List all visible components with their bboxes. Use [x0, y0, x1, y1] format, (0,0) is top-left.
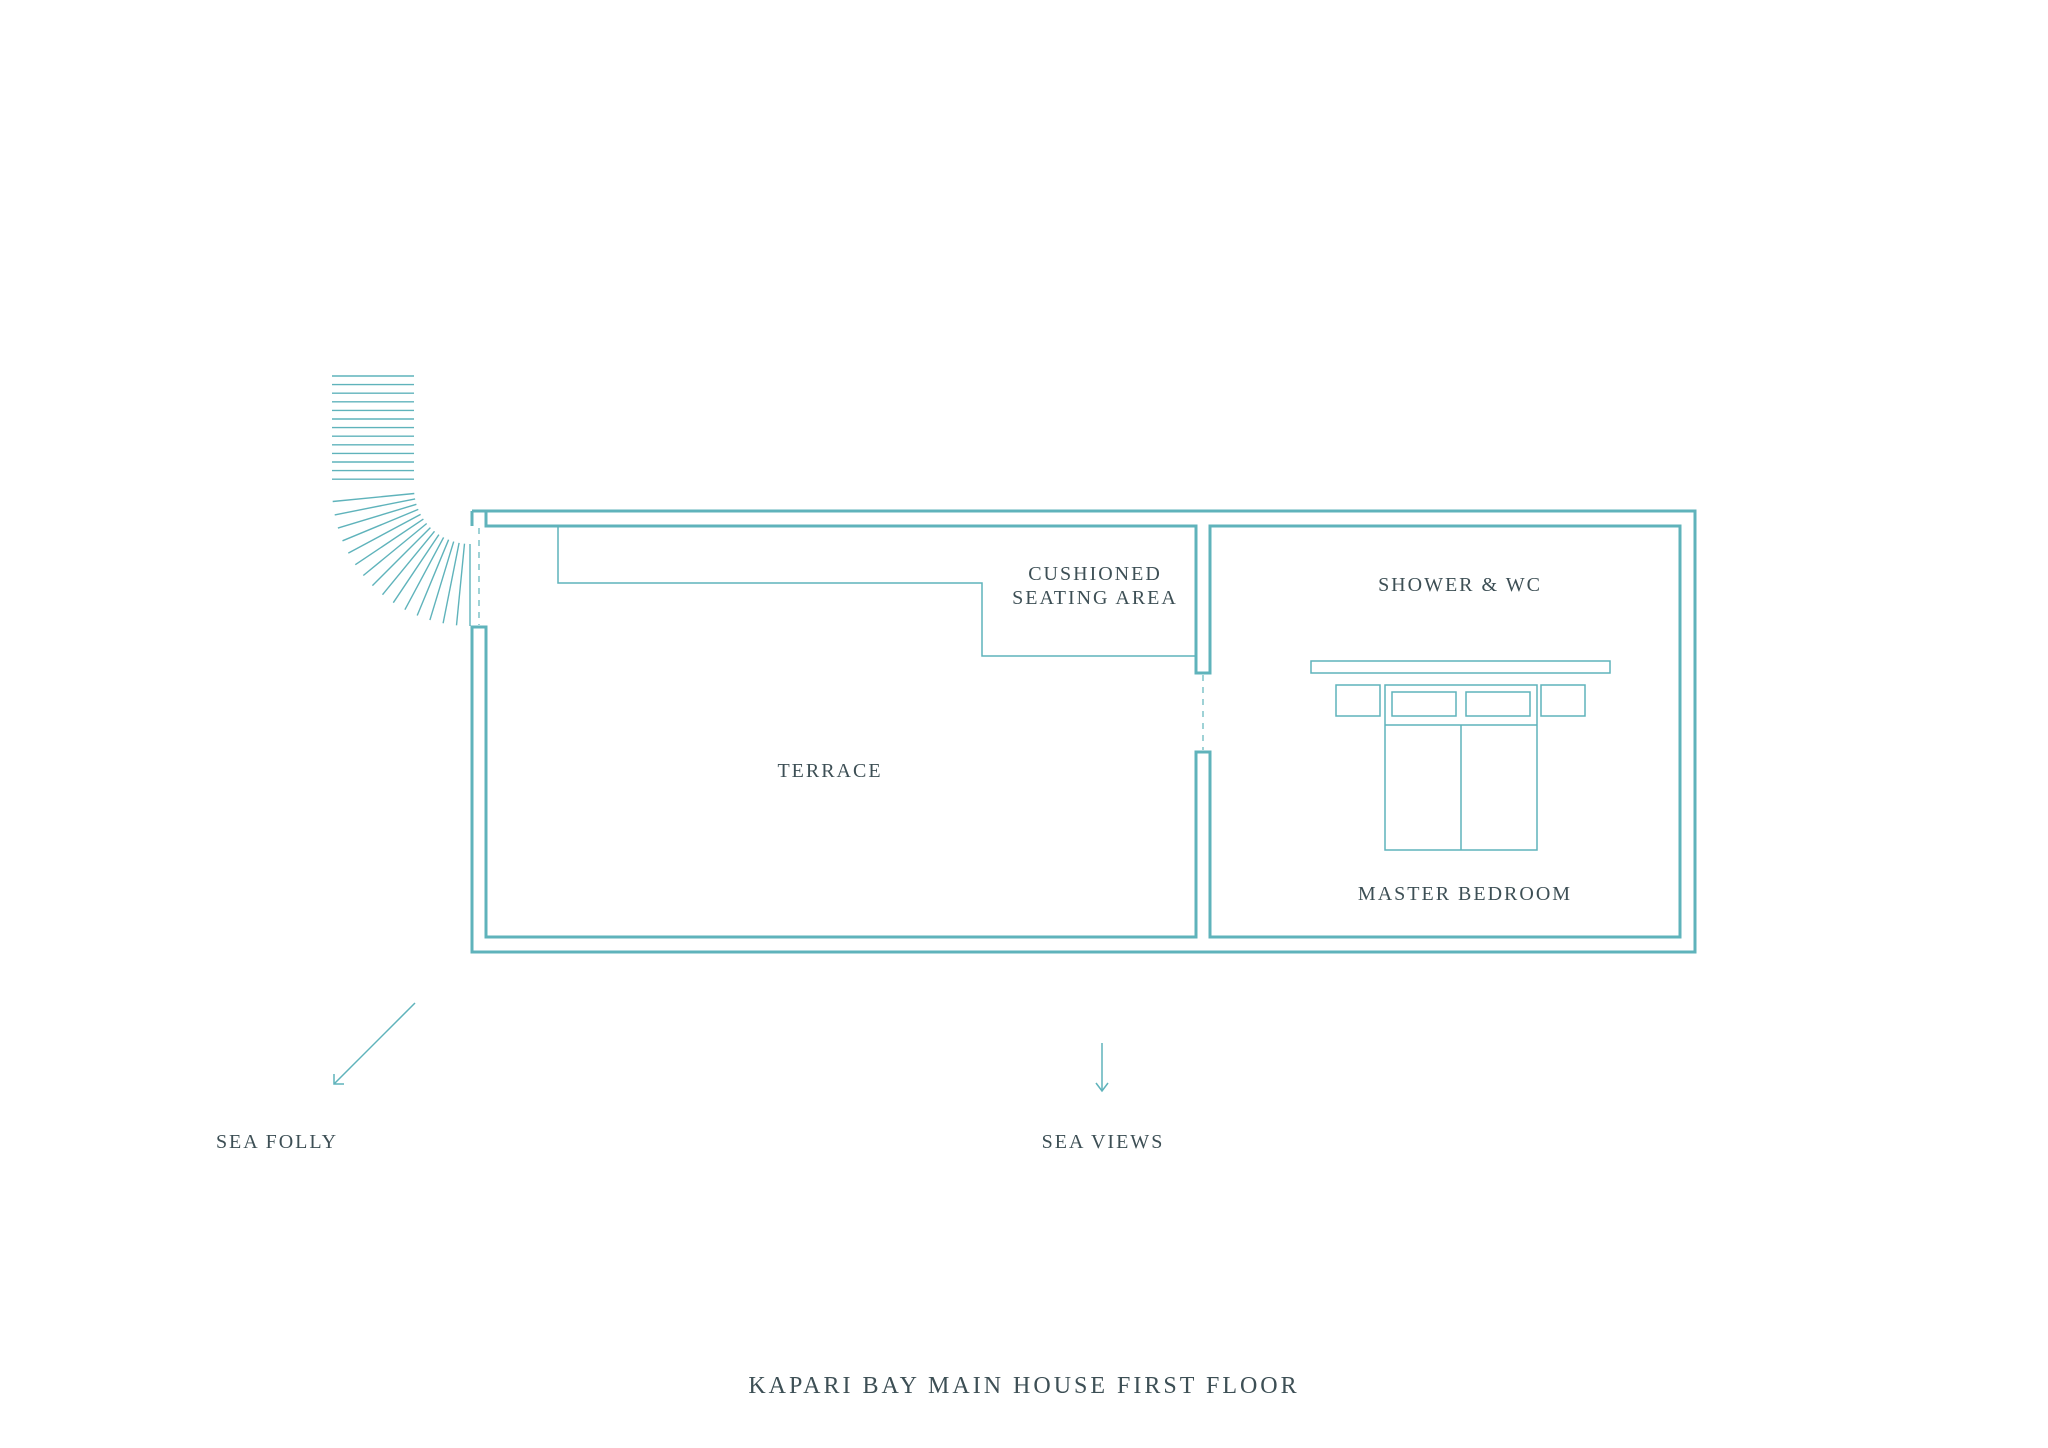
terrace-label: TERRACE [777, 760, 883, 782]
pillow-left [1391, 691, 1457, 717]
sea-views-label: SEA VIEWS [1041, 1131, 1165, 1153]
stair-tread [455, 543, 466, 626]
bedside-table-left [1335, 684, 1381, 717]
stair-tread [334, 498, 416, 516]
stair-tread [371, 527, 431, 587]
spiral-staircase [332, 375, 471, 626]
stair-tread [332, 492, 415, 503]
pillow-right [1465, 691, 1531, 717]
stair-tread [381, 530, 436, 596]
outer-wall-top [470, 509, 1697, 954]
cushioned-seating-label: CUSHIONED SEATING AREA [1012, 563, 1178, 609]
sea-folly-arrow-shaft [333, 1002, 416, 1085]
master-bedroom-label: MASTER BEDROOM [1357, 883, 1573, 905]
bedside-table-right [1540, 684, 1586, 717]
cushioned-seating-outline [557, 526, 1196, 657]
stair-tread [392, 534, 440, 604]
stair-tread [416, 539, 450, 616]
stair-tread [362, 522, 428, 577]
stair-tread [429, 541, 455, 621]
shower-wc-label: SHOWER & WC [1378, 574, 1542, 596]
stair-tread [354, 518, 424, 566]
sea-folly-arrowhead [333, 1074, 344, 1085]
bed-headboard [1310, 660, 1611, 674]
stair-tread [442, 542, 460, 624]
stair-tread [342, 508, 419, 542]
stair-tread [347, 513, 421, 554]
plan-title: KAPARI BAY MAIN HOUSE FIRST FLOOR [748, 1373, 1300, 1399]
sea-views-arrowhead [1095, 1082, 1109, 1093]
stair-tread [337, 503, 417, 529]
stair-tread [404, 537, 445, 611]
sea-folly-label: SEA FOLLY [215, 1131, 339, 1153]
